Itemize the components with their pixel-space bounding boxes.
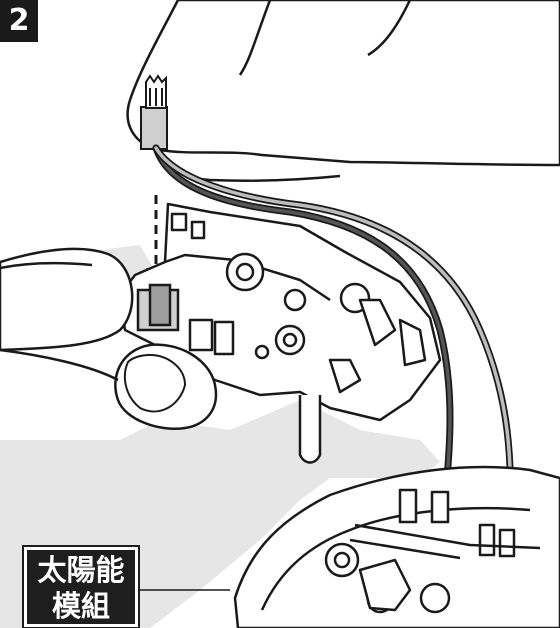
solar-module [233, 465, 560, 628]
callout-line-1: 太陽能 [37, 553, 125, 587]
solar-module-callout: 太陽能 模組 [24, 547, 138, 627]
motor [140, 74, 168, 150]
callout-line-2: 模組 [51, 589, 110, 623]
motor-socket [136, 283, 180, 332]
wires [152, 144, 515, 534]
upper-hand [126, 0, 560, 183]
step-number-badge: 2 [0, 0, 38, 42]
lower-hand [0, 247, 218, 430]
